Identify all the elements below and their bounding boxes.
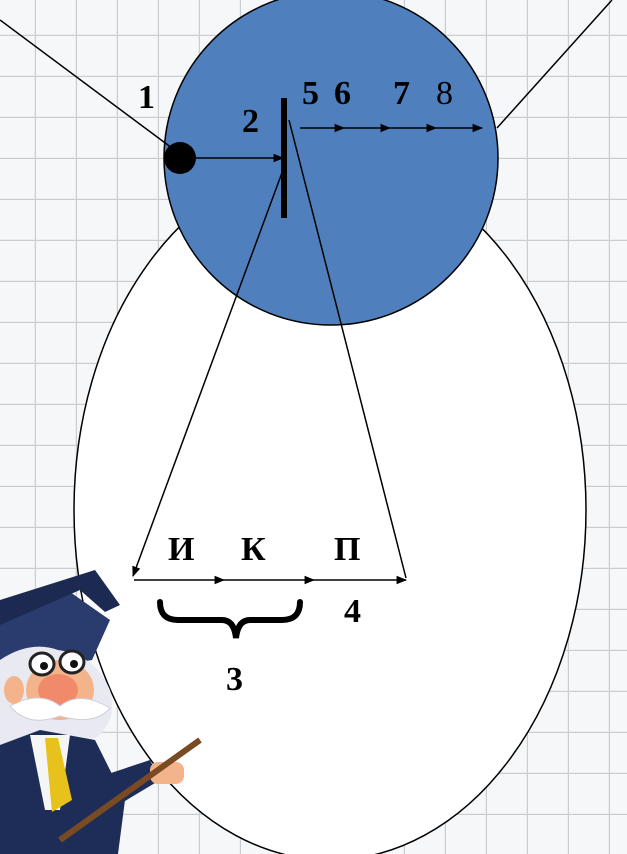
label-1: 1	[138, 79, 155, 116]
label-8: 8	[436, 75, 453, 112]
dot-icon	[164, 142, 196, 174]
label-7: 7	[393, 75, 410, 112]
label-5: 5	[302, 75, 319, 112]
label-2: 2	[242, 103, 259, 140]
letter-p: П	[334, 531, 360, 568]
letter-i: И	[168, 531, 194, 568]
label-3: 3	[226, 661, 243, 698]
letter-k: К	[241, 531, 266, 568]
label-4: 4	[344, 593, 361, 630]
inner-circle	[164, 0, 498, 325]
vertical-bar	[281, 98, 287, 218]
label-6: 6	[334, 75, 351, 112]
